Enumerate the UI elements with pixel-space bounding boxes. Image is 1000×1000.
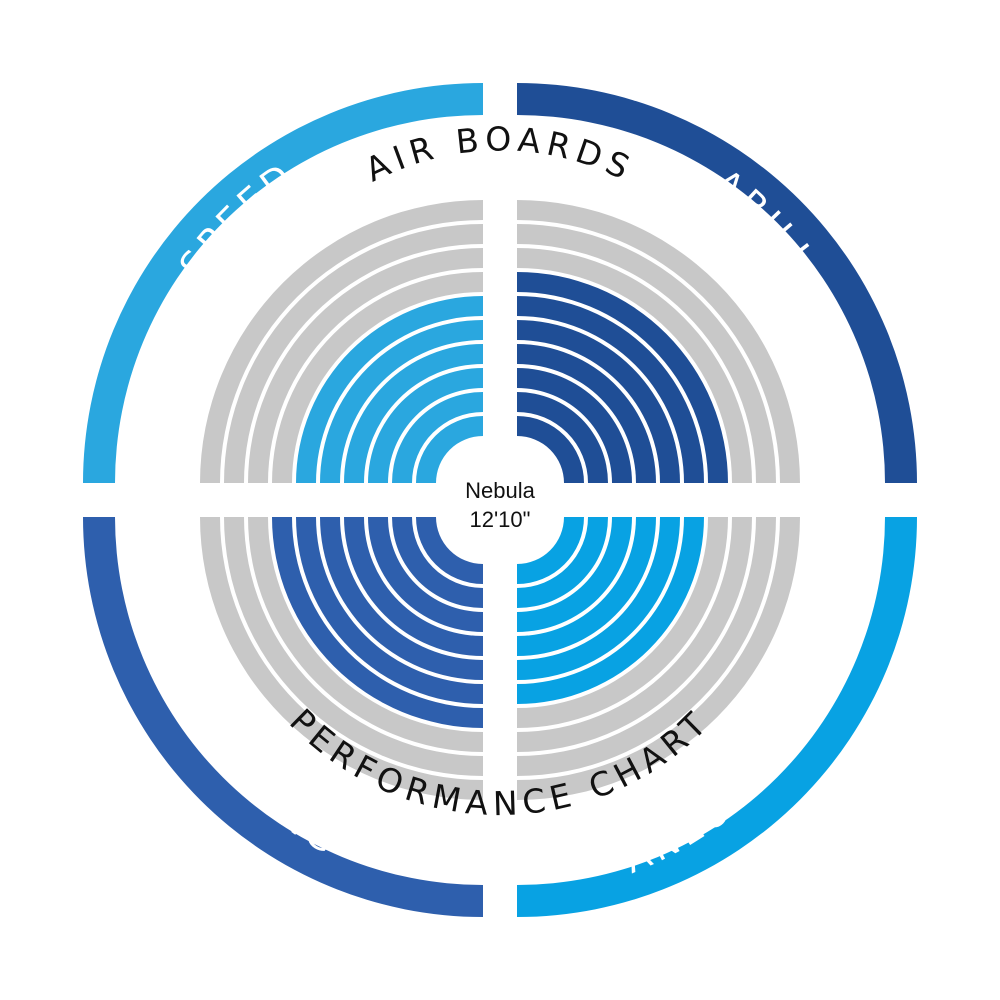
filled-ring-speed-3	[368, 368, 483, 483]
outer-ring	[83, 83, 917, 917]
empty-ring-tracking-8	[248, 517, 483, 752]
board-size: 12'10"	[470, 507, 531, 532]
filled-ring-maneuverability-6	[517, 517, 704, 704]
empty-ring-speed-10	[200, 200, 483, 483]
empty-ring-speed-8	[248, 248, 483, 483]
filled-ring-speed-5	[320, 320, 483, 483]
filled-ring-tracking-4	[344, 517, 483, 656]
series-maneuverability	[517, 517, 800, 800]
filled-ring-tracking-2	[392, 517, 483, 608]
empty-ring-maneuverability-9	[517, 517, 776, 776]
chart-title-text: AIR BOARDS	[359, 119, 634, 189]
filled-ring-maneuverability-1	[517, 517, 584, 584]
filled-ring-speed-1	[416, 416, 483, 483]
empty-ring-maneuverability-8	[517, 517, 752, 752]
filled-ring-stability-3	[517, 368, 632, 483]
chart-title: AIR BOARDS	[359, 119, 640, 189]
filled-ring-speed-4	[344, 344, 483, 483]
filled-ring-stability-6	[517, 296, 704, 483]
filled-ring-maneuverability-4	[517, 517, 656, 656]
filled-ring-stability-2	[517, 392, 608, 483]
filled-ring-speed-2	[392, 392, 483, 483]
empty-ring-maneuverability-7	[517, 517, 728, 728]
outer-arc-speed	[83, 83, 483, 483]
empty-ring-speed-9	[224, 224, 483, 483]
outer-arc-tracking	[83, 517, 483, 917]
series-tracking	[200, 517, 483, 800]
filled-ring-tracking-1	[416, 517, 483, 584]
filled-ring-stability-1	[517, 416, 584, 483]
rating-rings	[200, 200, 800, 800]
filled-ring-speed-6	[296, 296, 483, 483]
filled-ring-tracking-7	[272, 517, 483, 728]
filled-ring-tracking-3	[368, 517, 483, 632]
empty-ring-tracking-10	[200, 517, 483, 800]
filled-ring-tracking-6	[296, 517, 483, 704]
empty-ring-stability-10	[517, 200, 800, 483]
series-stability	[517, 200, 800, 483]
filled-ring-stability-4	[517, 344, 656, 483]
empty-ring-tracking-9	[224, 517, 483, 776]
filled-ring-tracking-5	[320, 517, 483, 680]
empty-ring-speed-7	[272, 272, 483, 483]
filled-ring-maneuverability-5	[517, 517, 680, 680]
empty-ring-stability-8	[517, 248, 752, 483]
series-speed	[200, 200, 483, 483]
empty-ring-stability-9	[517, 224, 776, 483]
outer-arc-maneuverability	[517, 517, 917, 917]
filled-ring-maneuverability-2	[517, 517, 608, 608]
empty-ring-maneuverability-10	[517, 517, 800, 800]
filled-ring-stability-7	[517, 272, 728, 483]
filled-ring-maneuverability-3	[517, 517, 632, 632]
outer-arc-stability	[517, 83, 917, 483]
filled-ring-stability-5	[517, 320, 680, 483]
board-name: Nebula	[465, 478, 535, 503]
